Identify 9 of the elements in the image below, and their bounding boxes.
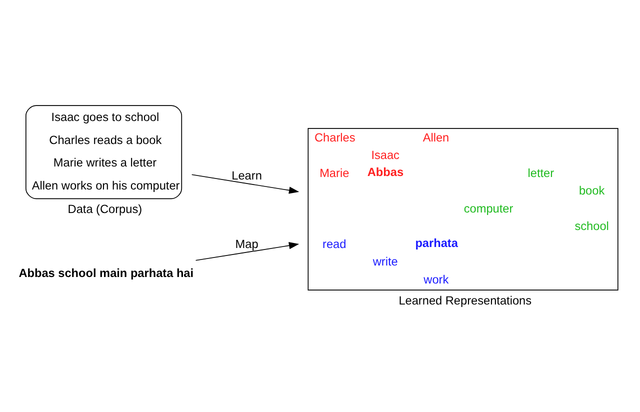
edge-label: Learn	[232, 168, 262, 182]
node-label: Data (Corpus)	[68, 202, 142, 216]
arrow	[195, 242, 300, 260]
edge-label: Map	[235, 236, 258, 250]
node-label: Learned Representations	[398, 293, 532, 308]
arrow	[191, 174, 300, 194]
node-text: Abbas school main parhata hai	[18, 266, 194, 280]
node-box: Isaac goes to school Charles reads a book Marie writes a letter Allen works on his computer	[25, 104, 182, 199]
node-box: Charles Allen Isaac Marie Abbas letter book computer school read parhata write work	[308, 128, 618, 290]
